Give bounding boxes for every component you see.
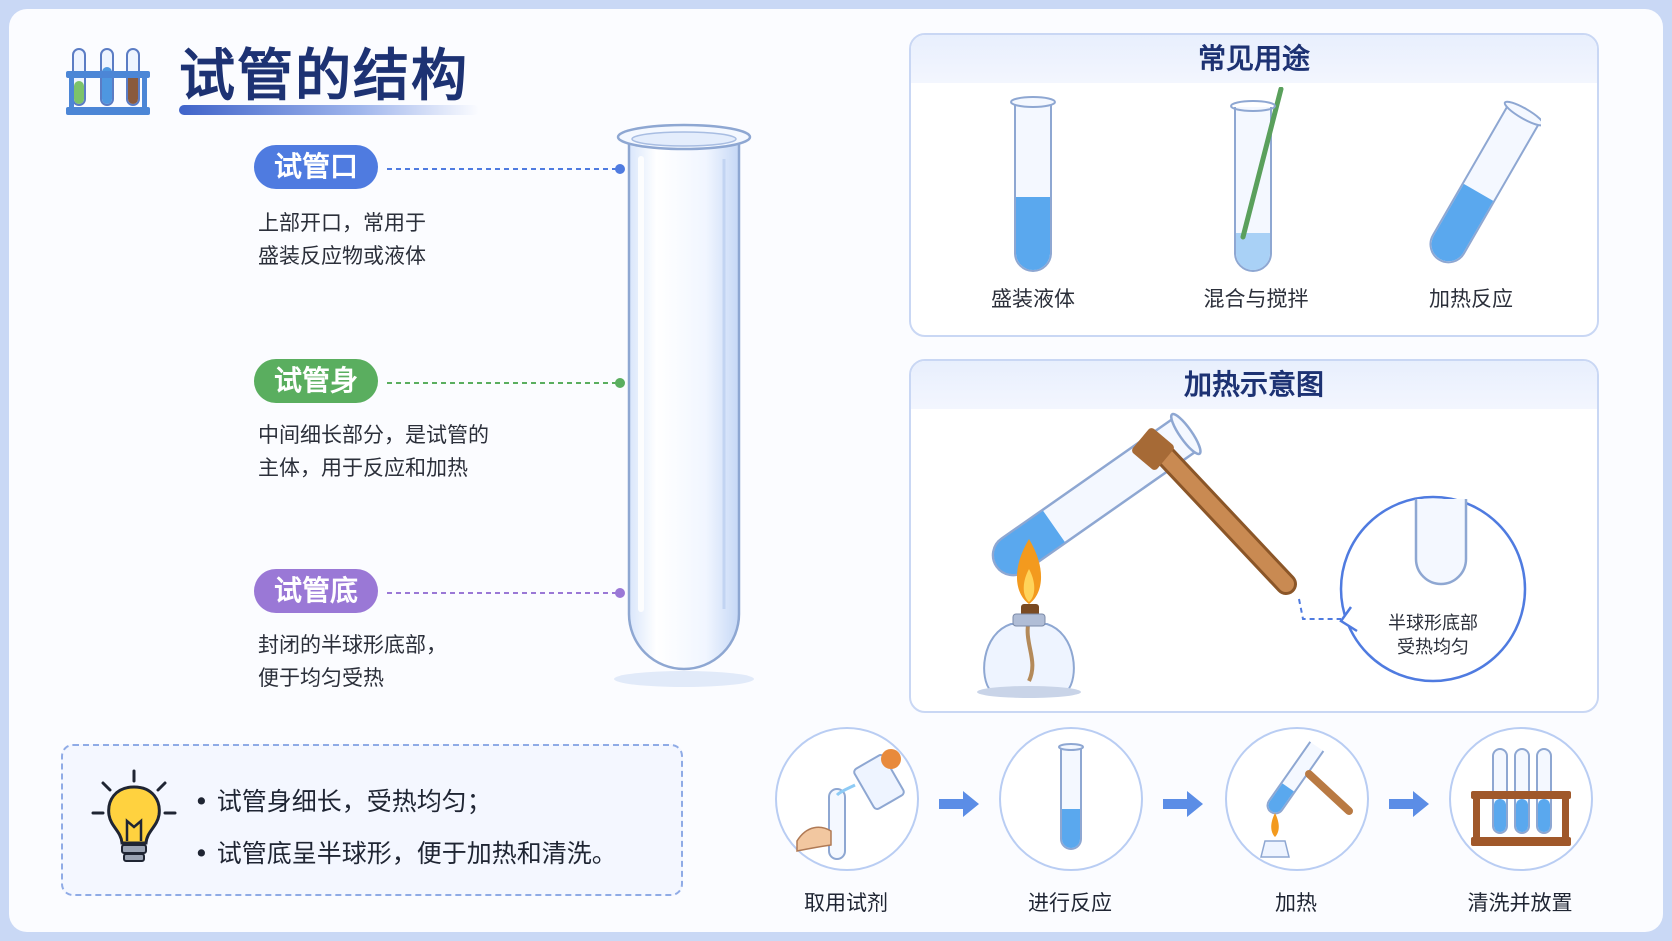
desc-tube-mouth-line2: 盛装反应物或液体 — [258, 244, 426, 268]
tip-line-1: • 试管身细长，受热均匀； — [194, 787, 492, 816]
label-tube-bottom: 试管底 — [254, 569, 379, 613]
step-take-reagent — [775, 727, 919, 871]
step-label-take-reagent: 取用试剂 — [804, 891, 888, 915]
lightbulb-icon — [91, 769, 177, 862]
desc-tube-body-line1: 中间细长部分，是试管的 — [258, 423, 489, 447]
desc-tube-mouth-line1: 上部开口，常用于 — [258, 211, 426, 235]
uses-panel-title: 常见用途 — [911, 35, 1597, 83]
title-underline — [179, 105, 479, 115]
callout-line1: 半球形底部 — [1388, 613, 1478, 634]
step-heating — [1225, 727, 1369, 871]
use-label-hold-liquid: 盛装液体 — [991, 287, 1075, 311]
step-label-clean-store: 清洗并放置 — [1467, 891, 1573, 915]
step-reaction — [999, 727, 1143, 871]
tube-tilted-heating-icon — [1429, 100, 1541, 264]
infographic-card: 试管的结构 试管口 上部开口，常用于 盛装反应物或液体 试管身 中间细长部分，是… — [9, 9, 1663, 932]
label-tube-body: 试管身 — [254, 359, 379, 403]
use-label-mix-stir: 混合与搅拌 — [1203, 287, 1309, 311]
use-label-heat-reaction: 加热反应 — [1429, 287, 1513, 311]
tube-stirring-rod-icon — [1230, 87, 1284, 272]
step-label-reaction: 进行反应 — [1028, 891, 1112, 915]
arrow-right-icon — [939, 791, 979, 817]
wooden-holder — [1132, 428, 1297, 595]
desc-tube-bottom-line2: 便于均匀受热 — [258, 666, 384, 690]
desc-tube-bottom-line1: 封闭的半球形底部， — [258, 633, 447, 657]
tube-liquid-icon — [1010, 96, 1056, 272]
callout-line2: 受热均匀 — [1397, 637, 1469, 658]
arrow-right-icon — [1389, 791, 1429, 817]
page-title: 试管的结构 — [179, 44, 469, 109]
uses-panel: 常见用途 盛装液体 混合与搅拌 加热反应 — [909, 33, 1599, 337]
step-clean-store — [1449, 727, 1593, 871]
label-tube-mouth: 试管口 — [254, 145, 379, 189]
heating-illustration — [977, 412, 1527, 698]
heating-panel-title: 加热示意图 — [911, 361, 1597, 409]
tip-box — [61, 744, 683, 896]
tip-line-2: • 试管底呈半球形，便于加热和清洗。 — [194, 839, 617, 868]
test-tube-rack-logo-icon — [63, 45, 153, 121]
leader-lines — [387, 164, 625, 598]
main-test-tube-icon — [614, 123, 754, 687]
desc-tube-body-line2: 主体，用于反应和加热 — [258, 456, 468, 480]
arrow-right-icon — [1163, 791, 1203, 817]
heating-panel: 加热示意图 — [909, 359, 1599, 713]
step-label-heating: 加热 — [1275, 891, 1317, 915]
